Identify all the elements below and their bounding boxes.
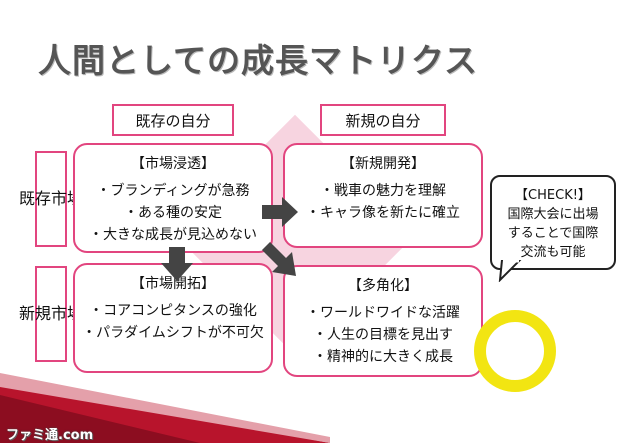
row-label-char: 市 (51, 304, 68, 323)
quadrant-item: ・精神的に大きく成長 (313, 349, 453, 365)
quadrant-item: ・ブランディングが急務 (96, 183, 250, 199)
row-label-char: 既 (18, 189, 35, 208)
callout-line: 国際大会に出場 (507, 207, 599, 222)
quadrant-heading: 【新規開発】 (341, 156, 425, 172)
row-label-char: 存 (34, 189, 51, 208)
quadrant-heading: 【市場浸透】 (131, 156, 215, 172)
row-label-existing-market: 既 存 市 場 (19, 151, 83, 247)
quadrant-market-penetration: 【市場浸透】 ・ブランディングが急務 ・ある種の安定 ・大きな成長が見込めない (73, 143, 273, 253)
row-label-char: 新 (18, 304, 35, 323)
row-label-new-market: 新 規 市 場 (19, 266, 83, 362)
callout-tail-icon (498, 260, 522, 282)
column-label-new-self: 新規の自分 (320, 104, 446, 136)
quadrant-item: ・コアコンピタンスの強化 (89, 303, 257, 319)
quadrant-item: ・ある種の安定 (124, 205, 222, 221)
quadrant-diversification: 【多角化】 ・ワールドワイドな活躍 ・人生の目標を見出す ・精神的に大きく成長 (283, 265, 483, 377)
column-label-existing-self: 既存の自分 (112, 104, 234, 136)
quadrant-item: ・大きな成長が見込めない (89, 227, 257, 243)
site-logo: ファミ通.com (6, 428, 94, 443)
arrow-right-icon (262, 197, 298, 227)
callout-line: 【CHECK!】 (515, 188, 591, 203)
row-label-char: 規 (34, 304, 51, 323)
arrow-diagonal-icon (262, 242, 296, 276)
callout-line: することで国際 (507, 226, 599, 241)
quadrant-item: ・ワールドワイドな活躍 (306, 305, 460, 321)
row-label-char: 市 (51, 189, 68, 208)
quadrant-heading: 【市場開拓】 (131, 276, 215, 292)
quadrant-item: ・パラダイムシフトが不可欠 (82, 325, 264, 341)
quadrant-new-development: 【新規開発】 ・戦車の魅力を理解 ・キャラ像を新たに確立 (283, 143, 483, 248)
quadrant-item: ・戦車の魅力を理解 (320, 183, 446, 199)
quadrant-heading: 【多角化】 (348, 278, 418, 294)
arrow-down-icon (161, 247, 193, 281)
quadrant-market-development: 【市場開拓】 ・コアコンピタンスの強化 ・パラダイムシフトが不可欠 (73, 263, 273, 373)
highlight-ring-icon (474, 310, 556, 392)
decorative-stripe (0, 373, 330, 443)
quadrant-item: ・人生の目標を見出す (313, 327, 453, 343)
callout-line: 交流も可能 (520, 245, 586, 260)
page-title: 人間としての成長マトリクス (38, 41, 479, 80)
quadrant-item: ・キャラ像を新たに確立 (306, 205, 460, 221)
check-callout: 【CHECK!】 国際大会に出場 することで国際 交流も可能 (490, 175, 616, 270)
